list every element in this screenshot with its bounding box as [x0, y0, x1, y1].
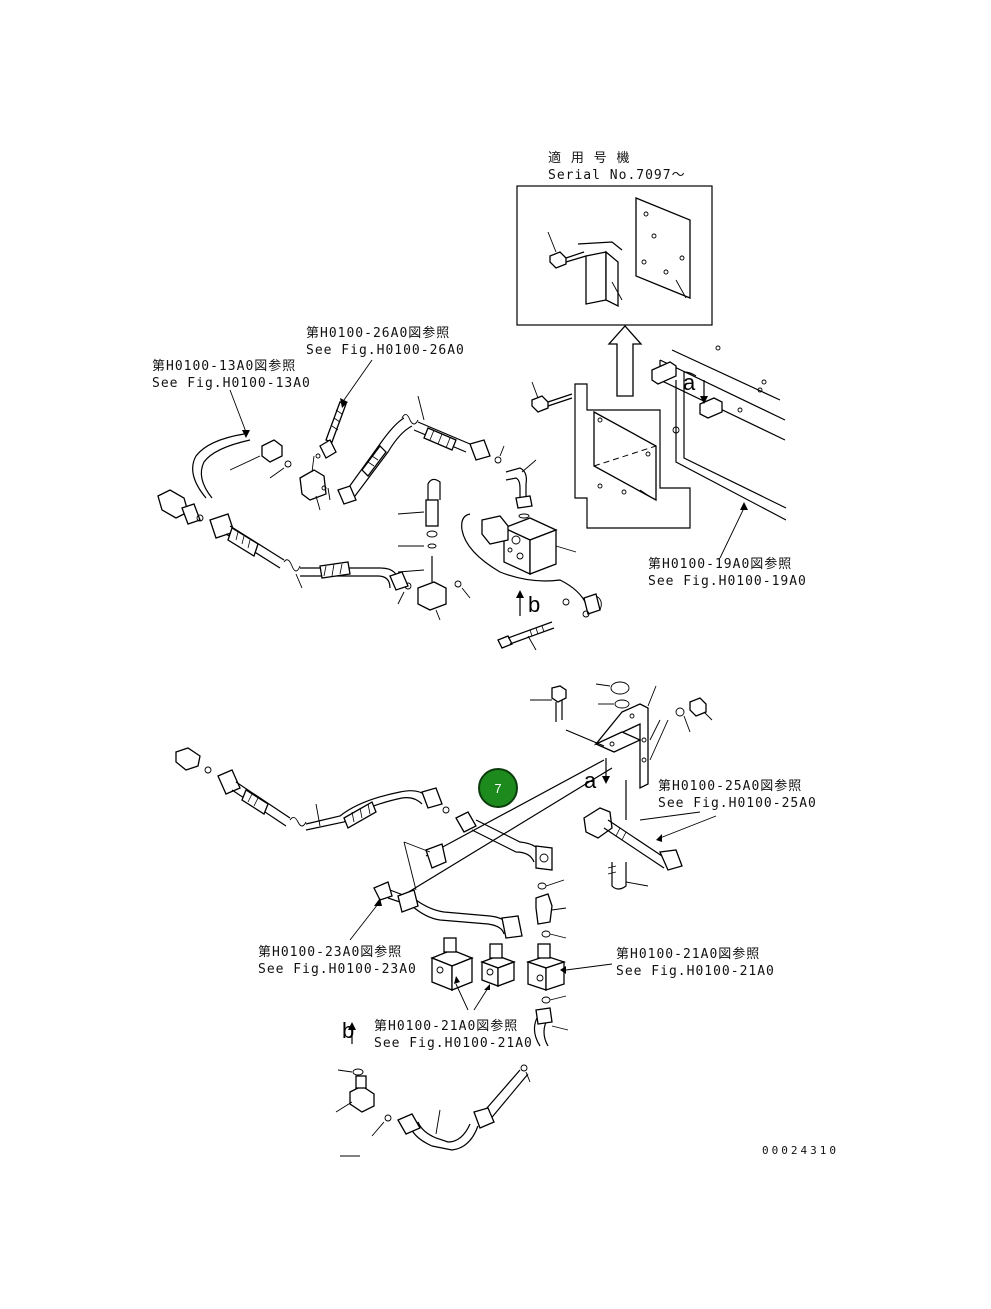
marker-b-upper: b	[528, 592, 541, 617]
ref-fig21-bottom-jp[interactable]: 第H0100-21A0図参照	[374, 1019, 519, 1034]
fitting-chain-lower	[335, 995, 569, 1157]
serial-en-label: Serial No.7097～	[548, 168, 686, 183]
frame-upper	[651, 345, 787, 521]
hose-lower-left	[175, 747, 450, 831]
hose-upper-mid	[319, 395, 537, 519]
reference-leaders	[229, 359, 748, 941]
ref-fig25-jp[interactable]: 第H0100-25A0図参照	[658, 779, 803, 794]
serial-jp-label: 適 用 号 機	[548, 151, 631, 166]
ref-fig23-jp[interactable]: 第H0100-23A0図参照	[258, 945, 403, 960]
bracket-plate-upper	[531, 381, 691, 529]
ref-fig26-en[interactable]: See Fig.H0100-26A0	[306, 343, 465, 358]
tube-lower	[373, 759, 613, 939]
ref-fig19-en[interactable]: See Fig.H0100-19A0	[648, 574, 807, 589]
insert-pointer-arrow	[607, 325, 643, 397]
ref-fig23-en[interactable]: See Fig.H0100-23A0	[258, 962, 417, 977]
ref-fig26-jp[interactable]: 第H0100-26A0図参照	[306, 326, 451, 341]
bracket-lower	[530, 681, 713, 820]
marker-b-lower: b	[342, 1018, 355, 1043]
ref-fig13-en[interactable]: See Fig.H0100-13A0	[152, 376, 311, 391]
ref-fig21-right-jp[interactable]: 第H0100-21A0図参照	[616, 947, 761, 962]
ref-fig21-bottom-en[interactable]: See Fig.H0100-21A0	[374, 1036, 533, 1051]
pressure-switch-upper	[397, 478, 471, 621]
hose-upper-left	[157, 433, 409, 591]
ref-fig25-en[interactable]: See Fig.H0100-25A0	[658, 796, 817, 811]
ref-fig21-right-en[interactable]: See Fig.H0100-21A0	[616, 964, 775, 979]
callout-badge[interactable]: 7	[478, 768, 518, 808]
marker-a-lower: a	[584, 768, 597, 793]
ref-fig19-jp[interactable]: 第H0100-19A0図参照	[648, 557, 793, 572]
valve-blocks-lower	[430, 811, 701, 1011]
serial-insert-box	[516, 185, 713, 326]
hose-fig25	[583, 807, 683, 890]
valve-block-upper	[461, 513, 602, 651]
ref-fig13-jp[interactable]: 第H0100-13A0図参照	[152, 359, 297, 374]
marker-a-upper: a	[683, 370, 696, 395]
drawing-number: 00024310	[762, 1144, 839, 1157]
